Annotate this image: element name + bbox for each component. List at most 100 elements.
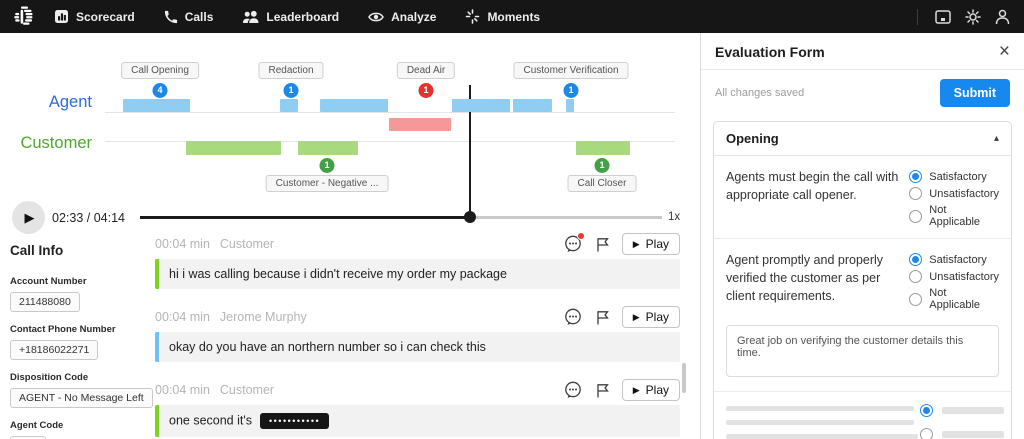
flag-icon[interactable] bbox=[594, 236, 611, 253]
section-header[interactable]: Opening ▴ bbox=[714, 122, 1011, 156]
moment-count-badge: 1 bbox=[563, 83, 579, 98]
moment-chip[interactable]: Dead Air bbox=[396, 62, 456, 79]
skeleton-bar bbox=[942, 407, 1004, 414]
agent-speech-segment[interactable] bbox=[123, 99, 190, 112]
seek-knob[interactable] bbox=[464, 211, 476, 223]
nav-item-analyze[interactable]: Analyze bbox=[368, 10, 436, 24]
moment-chip[interactable]: Call Opening bbox=[121, 62, 199, 79]
radio-icon[interactable] bbox=[909, 209, 923, 223]
message-bubble: okay do you have an northern number so i… bbox=[155, 332, 680, 362]
moment-chip[interactable]: Customer - Negative ... bbox=[265, 175, 389, 192]
submit-button[interactable]: Submit bbox=[939, 79, 1010, 107]
question-options: Satisfactory Unsatisfactory Not Applicab… bbox=[909, 251, 999, 311]
dead-air-segment[interactable] bbox=[389, 118, 451, 131]
radio-option-not-applicable[interactable]: Not Applicable bbox=[909, 287, 999, 311]
evaluation-section-opening: Opening ▴ Agents must begin the call wit… bbox=[713, 121, 1012, 439]
radio-icon[interactable] bbox=[909, 270, 923, 283]
skeleton-bar bbox=[726, 420, 914, 425]
radio-icon[interactable] bbox=[909, 187, 923, 200]
time-display: 02:33 / 04:14 bbox=[52, 211, 125, 225]
eye-icon bbox=[368, 12, 384, 21]
settings-gear-icon[interactable] bbox=[965, 8, 981, 25]
nav-item-calls[interactable]: Calls bbox=[164, 9, 214, 24]
comment-icon[interactable] bbox=[563, 232, 585, 254]
field-value: 729 bbox=[10, 436, 46, 439]
message-play-button[interactable]: ▶Play bbox=[621, 233, 680, 255]
save-status: All changes saved bbox=[715, 87, 805, 99]
message-speaker: Customer bbox=[219, 383, 275, 397]
radio-option-satisfactory[interactable]: Satisfactory bbox=[909, 170, 999, 183]
call-info-title: Call Info bbox=[10, 243, 64, 258]
agent-speech-segment[interactable] bbox=[320, 99, 388, 112]
flag-icon[interactable] bbox=[594, 309, 611, 326]
radio-option-not-applicable[interactable]: Not Applicable bbox=[909, 204, 999, 228]
loading-question-row bbox=[714, 391, 1011, 439]
transcript-scrollbar[interactable] bbox=[682, 363, 686, 393]
radio-selected-icon[interactable] bbox=[909, 170, 923, 183]
close-icon[interactable]: × bbox=[998, 41, 1010, 62]
customer-speech-segment[interactable] bbox=[186, 141, 281, 155]
audio-player: ▶ 02:33 / 04:14 1x bbox=[0, 201, 700, 235]
question-row: Agents must begin the call with appropri… bbox=[714, 156, 1011, 238]
field-value: AGENT - No Message Left bbox=[10, 388, 153, 408]
radio-option-unsatisfactory[interactable]: Unsatisfactory bbox=[909, 187, 999, 200]
option-label: Not Applicable bbox=[929, 204, 981, 228]
radio-option-unsatisfactory[interactable]: Unsatisfactory bbox=[909, 270, 999, 283]
customer-speech-segment[interactable] bbox=[576, 141, 630, 155]
radio-icon[interactable] bbox=[920, 428, 933, 439]
nav-item-moments[interactable]: Moments bbox=[465, 9, 540, 24]
nav-label: Scorecard bbox=[76, 9, 135, 24]
nav-item-leaderboard[interactable]: Leaderboard bbox=[242, 10, 339, 24]
comment-icon[interactable] bbox=[563, 307, 583, 327]
timeline-playhead[interactable] bbox=[469, 85, 471, 218]
message-timestamp: 00:04 min bbox=[155, 237, 210, 251]
customer-speech-segment[interactable] bbox=[298, 141, 358, 155]
evaluation-form-panel: Evaluation Form × All changes saved Subm… bbox=[700, 33, 1024, 439]
option-label: Unsatisfactory bbox=[929, 187, 999, 200]
field-value: 211488080 bbox=[10, 292, 80, 312]
message-bubble: hi i was calling because i didn't receiv… bbox=[155, 259, 680, 289]
moment-chip[interactable]: Redaction bbox=[258, 62, 324, 79]
agent-speech-segment[interactable] bbox=[452, 99, 510, 112]
nav-label: Calls bbox=[184, 9, 214, 24]
message-actions: ▶Play bbox=[563, 232, 680, 255]
observe-logo-icon[interactable] bbox=[12, 5, 35, 28]
flag-icon[interactable] bbox=[594, 382, 611, 399]
skeleton-bar bbox=[726, 434, 918, 439]
radio-selected-icon[interactable] bbox=[909, 253, 923, 266]
option-label: Not Applicable bbox=[929, 287, 981, 311]
radio-icon[interactable] bbox=[909, 292, 923, 306]
message-speaker: Customer bbox=[219, 237, 275, 251]
bar-chart-icon bbox=[55, 10, 68, 23]
skeleton-options bbox=[920, 404, 1004, 439]
comment-input[interactable]: Great job on verifying the customer deta… bbox=[726, 325, 999, 377]
agent-speech-segment[interactable] bbox=[566, 99, 574, 112]
radio-option-satisfactory[interactable]: Satisfactory bbox=[909, 253, 999, 266]
moment-chip[interactable]: Call Closer bbox=[567, 175, 637, 192]
radio-selected-icon[interactable] bbox=[920, 404, 933, 417]
message-timestamp: 00:04 min bbox=[155, 383, 210, 397]
skeleton-option-row bbox=[920, 404, 1004, 417]
field-label: Agent Code bbox=[10, 420, 64, 431]
nav-label: Moments bbox=[487, 9, 541, 24]
screen-share-icon[interactable] bbox=[935, 9, 951, 24]
field-label: Account Number bbox=[10, 276, 87, 287]
comment-icon[interactable] bbox=[563, 380, 583, 400]
user-profile-icon[interactable] bbox=[995, 9, 1010, 25]
option-label: Satisfactory bbox=[929, 170, 987, 183]
seek-bar[interactable] bbox=[140, 216, 662, 219]
unread-comment-dot bbox=[576, 232, 585, 240]
skeleton-bar bbox=[942, 431, 1004, 438]
agent-speech-segment[interactable] bbox=[280, 99, 298, 112]
playback-speed[interactable]: 1x bbox=[668, 211, 681, 223]
moment-chip[interactable]: Customer Verification bbox=[513, 62, 629, 79]
play-button[interactable]: ▶ bbox=[12, 201, 45, 234]
play-icon: ▶ bbox=[632, 238, 640, 249]
message-play-button[interactable]: ▶Play bbox=[621, 306, 680, 328]
message-play-button[interactable]: ▶Play bbox=[621, 379, 680, 401]
nav-item-scorecard[interactable]: Scorecard bbox=[54, 9, 135, 24]
chevron-up-icon[interactable]: ▴ bbox=[993, 133, 999, 144]
agent-speech-segment[interactable] bbox=[513, 99, 552, 112]
